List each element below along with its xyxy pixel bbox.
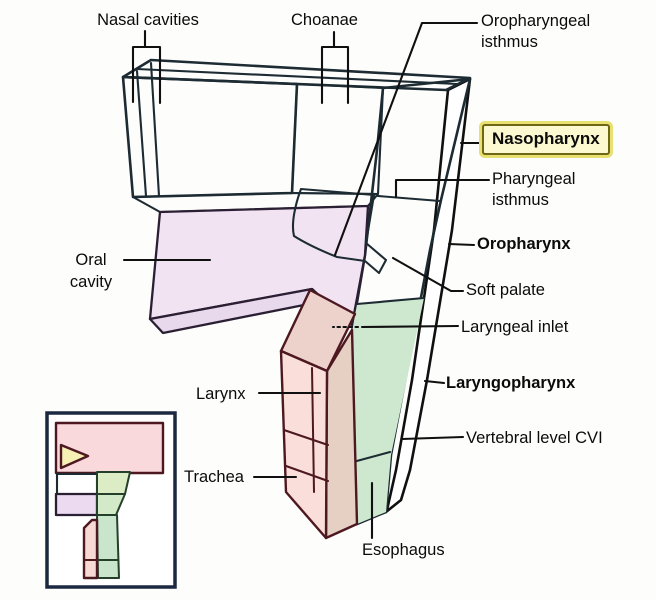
esophagus-shape [352, 298, 424, 524]
inset-head-block [54, 421, 165, 475]
inset-nasopharynx-block [96, 471, 131, 495]
label-larynx: Larynx [196, 385, 246, 403]
label-laryngopharynx: Laryngopharynx [446, 374, 576, 392]
inset-oral-block [54, 492, 99, 517]
nasal-box-front-face [121, 75, 299, 199]
label-vertebral-level-cvi: Vertebral level CVI [466, 429, 603, 447]
oropharynx-leader [447, 242, 476, 247]
label-esophagus: Esophagus [362, 541, 445, 559]
inset-direction-triangle [59, 443, 90, 470]
soft-palate-leader [391, 256, 465, 293]
laryngeal-inlet-leader [360, 324, 460, 329]
soft-palate-shape [291, 187, 388, 275]
nasal-box-top-inner-edge [135, 67, 459, 86]
choanae-panel [290, 82, 385, 196]
label-choanae: Choanae [291, 11, 358, 29]
label-soft-palate: Soft palate [466, 281, 545, 299]
label-pharyngeal-isthmus: Pharyngeal isthmus [492, 170, 576, 209]
larynx-inner-lines [283, 367, 329, 493]
inset-esophagus-column [96, 514, 120, 579]
posterior-wall-slab [386, 79, 470, 512]
laryngopharynx-leader [423, 379, 446, 385]
pharyngeal-isthmus-leader [394, 178, 491, 199]
label-oropharyngeal-isthmus: Oropharyngeal isthmus [481, 12, 591, 51]
label-laryngeal-inlet: Laryngeal inlet [461, 318, 569, 336]
label-nasal-cavities: Nasal cavities [97, 11, 199, 29]
choanae-bracket [320, 30, 350, 105]
label-trachea: Trachea [184, 468, 244, 486]
nasal-cavities-bracket [131, 29, 162, 105]
orientation-inset [45, 411, 177, 589]
label-nasopharynx-badge: Nasopharynx [482, 124, 610, 155]
nasal-septum-lines [135, 61, 161, 198]
larynx-trachea-front-face [279, 349, 329, 540]
oropharyngeal-isthmus-leader [333, 21, 479, 257]
vertebral-level-leader [400, 435, 465, 441]
inset-trachea-strip [82, 518, 99, 580]
pharynx-level-lines [351, 194, 442, 464]
posterior-wall-slab-outline [384, 77, 472, 514]
label-oropharynx: Oropharynx [477, 235, 571, 253]
label-oral-cavity: Oral cavity [69, 251, 113, 291]
